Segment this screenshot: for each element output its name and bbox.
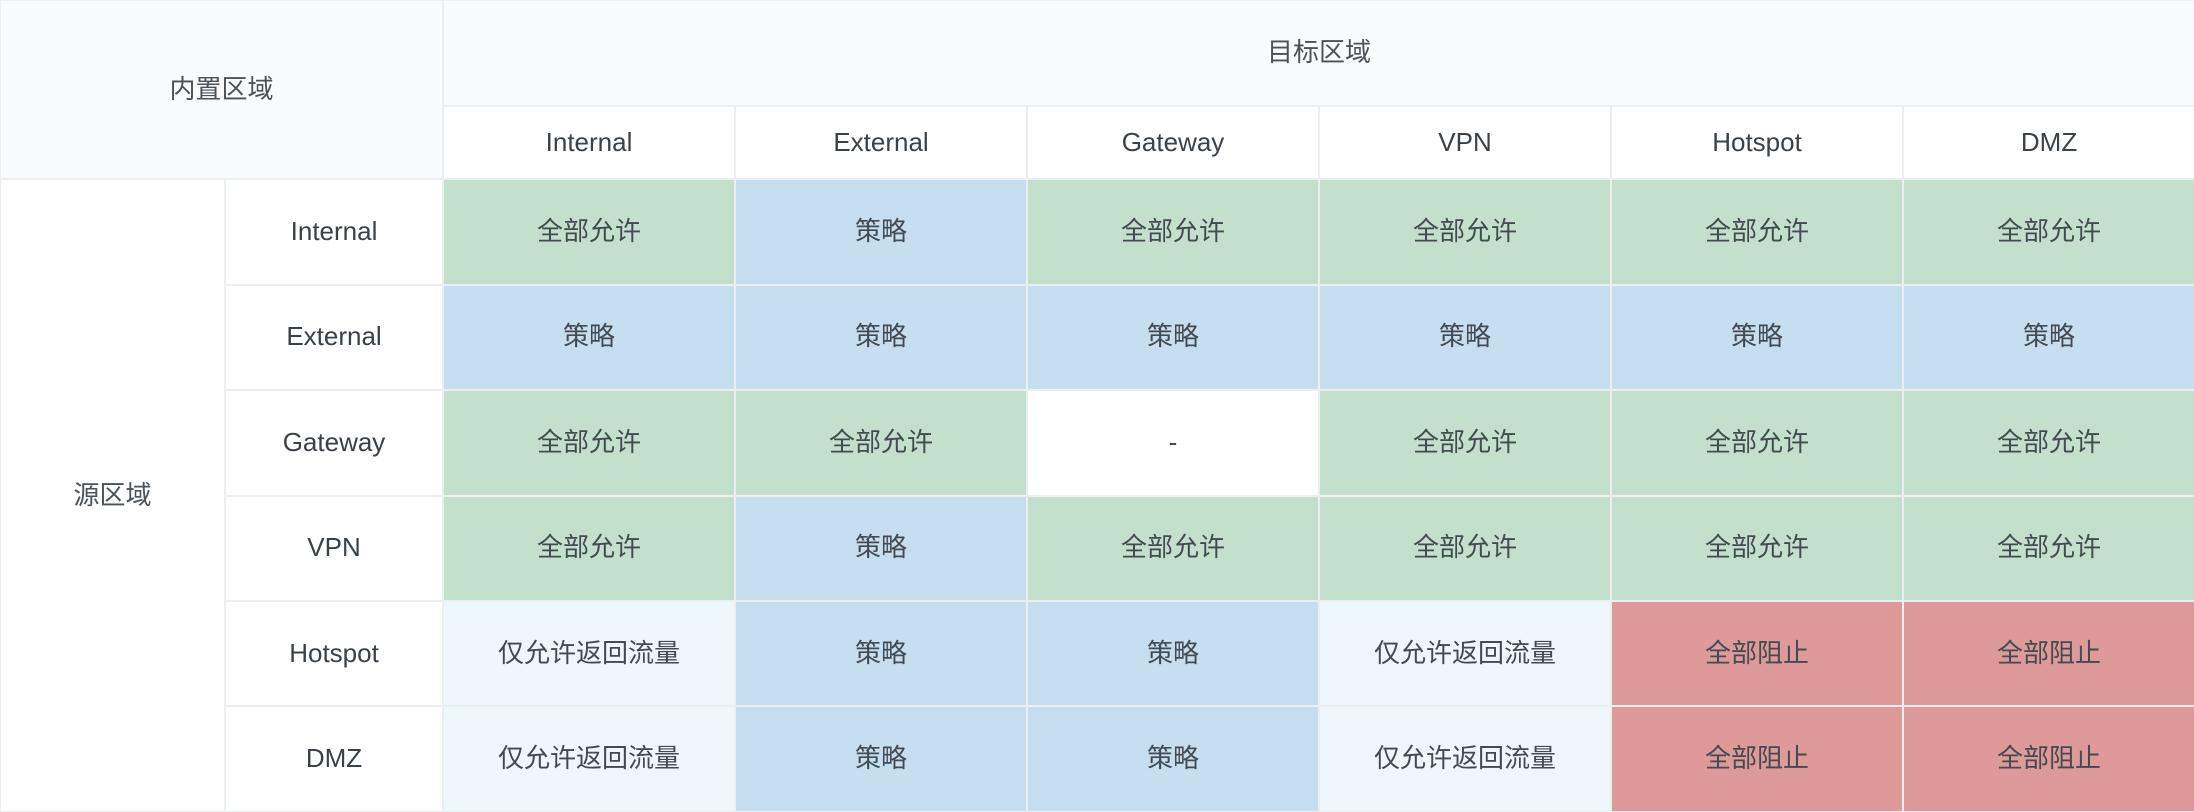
source-zone-group-header: 源区域 [0, 179, 225, 812]
row-header-internal: Internal [225, 179, 444, 285]
column-header-gateway: Gateway [1027, 106, 1320, 180]
policy-cell-vpn-to-gateway[interactable]: 全部允许 [1027, 495, 1320, 601]
row-header-hotspot: Hotspot [225, 600, 444, 707]
policy-cell-gateway-to-vpn[interactable]: 全部允许 [1319, 390, 1612, 496]
row-header-external: External [225, 284, 444, 391]
column-header-vpn: VPN [1319, 106, 1612, 180]
column-header-internal: Internal [443, 106, 736, 180]
policy-cell-hotspot-to-hotspot[interactable]: 全部阻止 [1611, 600, 1904, 707]
policy-cell-hotspot-to-vpn[interactable]: 仅允许返回流量 [1319, 600, 1612, 707]
policy-cell-dmz-to-gateway[interactable]: 策略 [1027, 706, 1320, 812]
policy-cell-gateway-to-external[interactable]: 全部允许 [735, 390, 1028, 496]
policy-cell-vpn-to-hotspot[interactable]: 全部允许 [1611, 495, 1904, 601]
column-header-external: External [735, 106, 1028, 180]
policy-cell-vpn-to-dmz[interactable]: 全部允许 [1903, 495, 2194, 601]
policy-cell-gateway-to-hotspot[interactable]: 全部允许 [1611, 390, 1904, 496]
policy-cell-vpn-to-vpn[interactable]: 全部允许 [1319, 495, 1612, 601]
policy-cell-gateway-to-gateway[interactable]: - [1027, 390, 1320, 496]
policy-cell-external-to-external[interactable]: 策略 [735, 284, 1028, 391]
row-header-gateway: Gateway [225, 390, 444, 496]
row-header-dmz: DMZ [225, 706, 444, 812]
policy-cell-gateway-to-dmz[interactable]: 全部允许 [1903, 390, 2194, 496]
policy-cell-internal-to-dmz[interactable]: 全部允许 [1903, 179, 2194, 285]
policy-cell-dmz-to-internal[interactable]: 仅允许返回流量 [443, 706, 736, 812]
policy-cell-hotspot-to-internal[interactable]: 仅允许返回流量 [443, 600, 736, 707]
column-header-hotspot: Hotspot [1611, 106, 1904, 180]
policy-cell-external-to-gateway[interactable]: 策略 [1027, 284, 1320, 391]
policy-cell-dmz-to-vpn[interactable]: 仅允许返回流量 [1319, 706, 1612, 812]
policy-cell-vpn-to-internal[interactable]: 全部允许 [443, 495, 736, 601]
table-header-group-row: 内置区域目标区域 [0, 0, 2194, 180]
target-zone-group-header: 目标区域 [443, 0, 2194, 107]
policy-cell-internal-to-hotspot[interactable]: 全部允许 [1611, 179, 1904, 285]
policy-cell-internal-to-gateway[interactable]: 全部允许 [1027, 179, 1320, 285]
policy-cell-dmz-to-hotspot[interactable]: 全部阻止 [1611, 706, 1904, 812]
policy-cell-dmz-to-dmz[interactable]: 全部阻止 [1903, 706, 2194, 812]
policy-cell-internal-to-internal[interactable]: 全部允许 [443, 179, 736, 285]
policy-cell-external-to-internal[interactable]: 策略 [443, 284, 736, 391]
column-header-dmz: DMZ [1903, 106, 2194, 180]
policy-cell-hotspot-to-external[interactable]: 策略 [735, 600, 1028, 707]
corner-label-builtin-zones: 内置区域 [0, 0, 444, 180]
policy-cell-internal-to-external[interactable]: 策略 [735, 179, 1028, 285]
policy-cell-internal-to-vpn[interactable]: 全部允许 [1319, 179, 1612, 285]
policy-cell-external-to-dmz[interactable]: 策略 [1903, 284, 2194, 391]
row-header-vpn: VPN [225, 495, 444, 601]
policy-cell-external-to-vpn[interactable]: 策略 [1319, 284, 1612, 391]
policy-cell-hotspot-to-dmz[interactable]: 全部阻止 [1903, 600, 2194, 707]
policy-cell-gateway-to-internal[interactable]: 全部允许 [443, 390, 736, 496]
policy-cell-dmz-to-external[interactable]: 策略 [735, 706, 1028, 812]
policy-cell-external-to-hotspot[interactable]: 策略 [1611, 284, 1904, 391]
policy-cell-vpn-to-external[interactable]: 策略 [735, 495, 1028, 601]
policy-cell-hotspot-to-gateway[interactable]: 策略 [1027, 600, 1320, 707]
